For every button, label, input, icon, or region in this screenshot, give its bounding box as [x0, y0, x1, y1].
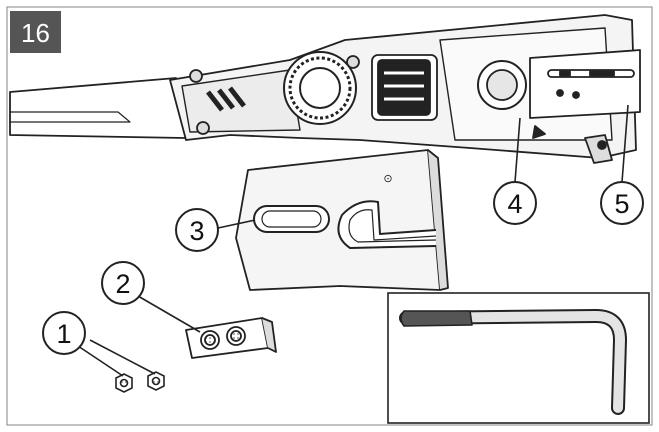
- tool-inset: [387, 292, 650, 424]
- bar-slot: [547, 69, 635, 99]
- callout-1: 1: [42, 311, 86, 355]
- side-cover: ⊙: [235, 149, 449, 291]
- leader-lines: [77, 104, 629, 377]
- callout-2: 2: [101, 261, 145, 305]
- callout-label: 5: [614, 189, 629, 219]
- callout-label: 2: [115, 269, 130, 299]
- callout-3: 3: [175, 208, 219, 252]
- callout-label: 1: [56, 319, 71, 349]
- bar-nut-icon: [115, 373, 133, 393]
- tension-knob-icon: [283, 51, 357, 125]
- vent-grille-icon: [206, 86, 246, 112]
- callout-label: 3: [189, 216, 204, 246]
- housing-screw-icon: [346, 55, 360, 69]
- washer-plate: [185, 317, 277, 359]
- callout-5: 5: [600, 181, 644, 225]
- air-vent-icon: [371, 54, 438, 121]
- callout-label: 4: [507, 189, 522, 219]
- step-number: 16: [21, 18, 50, 48]
- wrench-tool-icon: [399, 309, 627, 415]
- cover-marking: ⊙: [383, 173, 392, 185]
- pole-saw-head: [9, 14, 641, 164]
- bar-nut-icon: [147, 371, 165, 391]
- housing-screw-icon: [196, 121, 210, 135]
- sprocket-icon: [477, 60, 527, 110]
- callout-4: 4: [493, 181, 537, 225]
- step-badge: 16: [10, 11, 61, 53]
- housing-screw-icon: [189, 69, 203, 83]
- guide-bar: [529, 49, 641, 119]
